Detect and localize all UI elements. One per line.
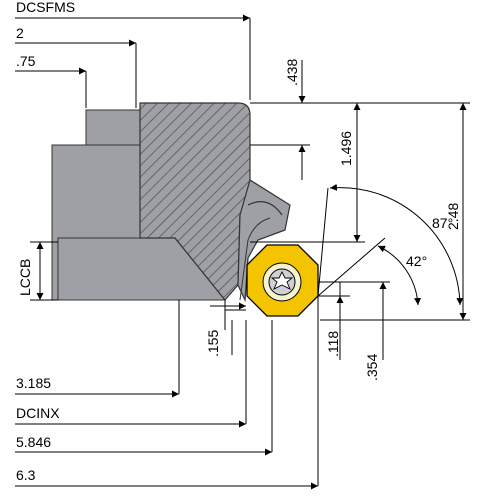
label-3185: 3.185 <box>16 375 51 391</box>
label-dcinx: DCINX <box>16 405 60 421</box>
label-42deg: 42° <box>406 253 427 269</box>
label-p438: .438 <box>284 59 300 86</box>
dimension-labels: DCSFMS 2 .75 .438 1.496 2.48 87° 42° LCC… <box>16 0 461 483</box>
label-87deg: 87° <box>432 215 453 231</box>
pocket-curve <box>247 201 283 216</box>
pocket-inner <box>239 217 271 301</box>
label-p118: .118 <box>325 331 341 357</box>
label-2: 2 <box>16 25 24 41</box>
step-top <box>85 109 141 146</box>
label-1496: 1.496 <box>338 131 354 166</box>
label-5846: 5.846 <box>16 434 51 450</box>
label-63: 6.3 <box>16 467 36 483</box>
label-p354: .354 <box>364 354 380 381</box>
label-248: 2.48 <box>445 203 461 230</box>
hatched-section <box>139 102 272 301</box>
torx-screw-icon <box>268 268 296 296</box>
label-lccb: LCCB <box>17 259 33 296</box>
insert-pocket <box>237 179 291 303</box>
tool-body <box>51 102 291 303</box>
label-dcsfms: DCSFMS <box>16 0 75 15</box>
insert <box>246 244 319 317</box>
label-p75: .75 <box>16 53 36 69</box>
dimension-lines <box>15 14 470 490</box>
label-p155: .155 <box>205 330 221 357</box>
